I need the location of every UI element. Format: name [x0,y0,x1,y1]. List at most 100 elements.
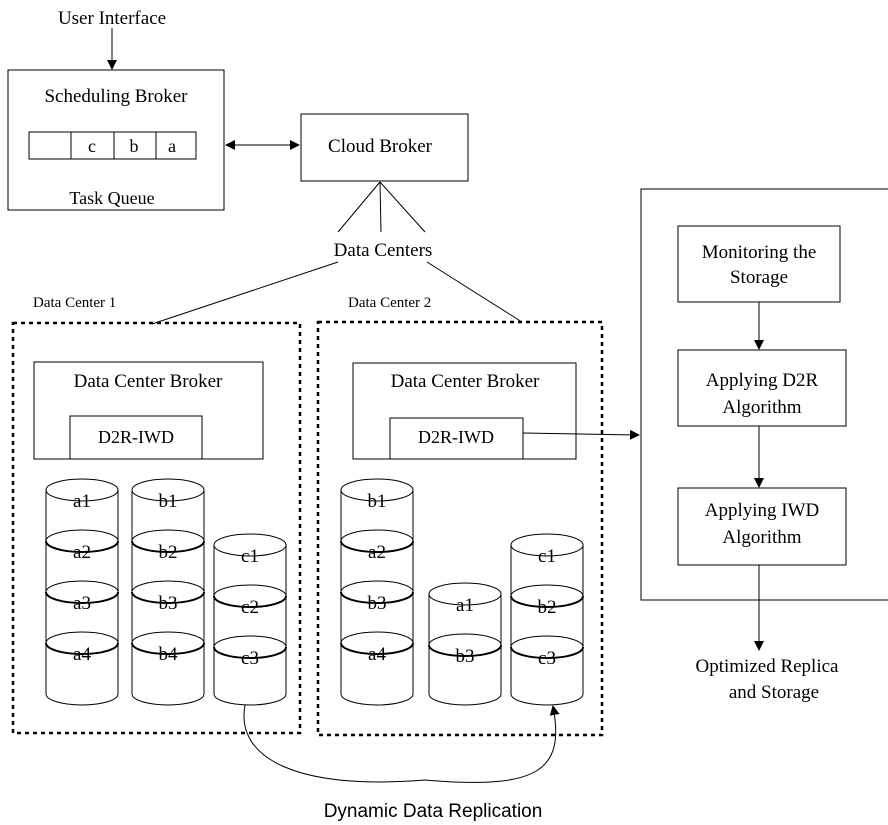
replication-label: Dynamic Data Replication [324,801,543,822]
cylinder-separator [340,591,414,604]
queue-cell [155,131,197,160]
fan-line [379,181,382,233]
queue-cell [113,131,157,160]
cylinder-top [510,533,584,557]
scheduling-broker-title: Scheduling Broker [44,86,188,107]
cylinder-separator [510,646,584,659]
user-interface-label: User Interface [58,8,166,29]
cylinder-body [510,545,584,706]
monitoring-step-label: Monitoring the [702,242,817,263]
cylinder-separator-back [131,631,205,644]
replica-label: b2 [159,542,178,563]
cylinder-separator-back [131,580,205,593]
replica-label: c3 [538,648,556,669]
replica-label: a1 [73,491,91,512]
cylinder-separator [45,642,119,655]
cylinder-separator-back [45,529,119,542]
dc1-broker-label: Data Center Broker [74,371,223,392]
replica-label: c2 [241,597,259,618]
replica-label: b1 [159,491,178,512]
data-center-1-frame [11,321,302,735]
monitoring-step-label: Storage [730,267,788,288]
output-label: Optimized Replica [696,656,840,677]
output-label: and Storage [729,682,819,703]
cylinder-body [428,594,502,706]
fan-line [379,181,426,233]
cylinder-top [340,478,414,502]
iwd-step-label: Applying IWD [705,500,820,521]
replica-label: a4 [368,644,386,665]
data-centers-label: Data Centers [334,240,433,261]
replica-label: b2 [538,597,557,618]
fan-line [337,181,381,233]
cylinder-top [213,533,287,557]
monitoring-step-box [677,225,841,303]
cylinder-separator [131,540,205,553]
data-center-2-frame [316,320,604,737]
optimization-process-panel: Monitoring the Storage Applying D2R Algo… [640,188,888,651]
dc1-algorithm-box [69,415,203,460]
scheduling-broker: Scheduling Broker c b a Task Queue [7,69,225,211]
iwd-step-label: Algorithm [722,527,801,548]
cloud-broker-box [300,113,469,182]
task-queue-label: Task Queue [69,188,154,208]
algorithm-to-process-arrow [522,429,640,440]
cylinder-separator [131,642,205,655]
queue-cell-label: a [168,136,176,156]
iwd-step-box [677,487,847,566]
replica-label: a3 [73,593,91,614]
cylinder-body [131,490,205,706]
cylinder-top [131,478,205,502]
data-center-2: Data Center 2 Data Center Broker D2R-IWD… [316,295,604,737]
process-panel-frame [640,188,888,601]
d2r-step-label: Applying D2R [706,370,819,391]
d2r-step-box [677,349,847,427]
cylinder-separator-back [340,631,414,644]
cylinder-separator [510,595,584,608]
cylinder-separator-back [428,633,502,646]
cylinder-separator-back [510,584,584,597]
replica-label: c1 [538,546,556,567]
data-center-1-title: Data Center 1 [33,295,116,311]
cylinder-separator [213,646,287,659]
cylinder-separator [340,540,414,553]
dc1-algorithm-label: D2R-IWD [98,427,174,447]
storage-cylinder: c1 b2 c3 [510,533,584,706]
dc1-link-line [151,261,339,325]
cylinder-body [45,490,119,706]
dc2-link-line [426,261,523,323]
cylinder-body [340,490,414,706]
replica-label: a4 [73,644,91,665]
queue-cell-label: c [88,136,96,156]
replica-label: c1 [241,546,259,567]
dc2-algorithm-label: D2R-IWD [418,427,494,447]
cylinder-top [428,582,502,606]
storage-cylinder: b1 b2 b3 b4 [131,478,205,706]
replication-arrow [243,704,560,783]
replica-label: b3 [456,646,475,667]
replica-label: a2 [73,542,91,563]
d2r-step-label: Algorithm [722,397,801,418]
cylinder-separator-back [510,635,584,648]
cylinder-separator-back [45,631,119,644]
replica-label: b3 [159,593,178,614]
cylinder-separator-back [213,635,287,648]
replica-label: b4 [159,644,179,665]
data-center-1: Data Center 1 Data Center Broker D2R-IWD… [11,295,302,735]
storage-cylinder: a1 a2 a3 a4 [45,478,119,706]
queue-cell [28,131,72,160]
replica-label: b3 [368,593,387,614]
cylinder-separator-back [340,529,414,542]
queue-cell-label: b [130,136,139,156]
cylinder-separator [428,644,502,657]
cylinder-separator-back [131,529,205,542]
cylinder-separator [131,591,205,604]
replica-label: b1 [368,491,387,512]
cylinder-separator [45,591,119,604]
dc2-broker-label: Data Center Broker [391,371,540,392]
